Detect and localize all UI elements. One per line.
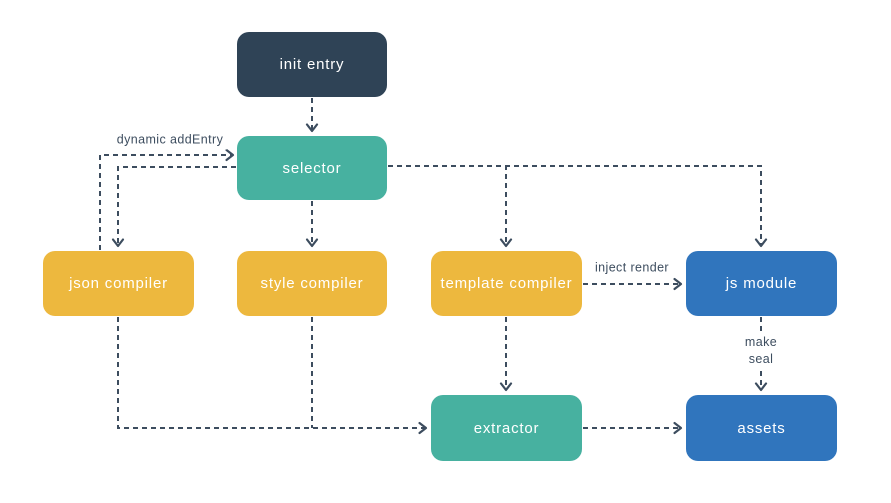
arrowhead-icon-selector-to-js-module [754, 238, 768, 248]
arrowhead-icon-selector-to-template-compiler [499, 238, 513, 248]
edge-label-json-compiler-to-selector: dynamic addEntry [112, 130, 228, 150]
arrowhead-icon-json-compiler-to-selector [225, 148, 235, 162]
node-template-compiler: template compiler [431, 251, 582, 316]
node-label-assets: assets [737, 419, 786, 437]
arrowhead-icon-selector-to-style-compiler [305, 238, 319, 248]
node-label-json-compiler: json compiler [69, 275, 168, 292]
node-label-style-compiler: style compiler [260, 275, 364, 292]
edge-selector-to-template-compiler [388, 165, 507, 246]
node-label-init-entry: init entry [279, 56, 345, 73]
node-label-template-compiler: template compiler [440, 275, 573, 292]
node-label-js-module: js module [725, 275, 798, 292]
node-assets: assets [686, 395, 837, 461]
node-label-extractor: extractor [473, 419, 540, 437]
edge-label-template-compiler-to-js-module: inject render [591, 258, 673, 278]
edge-label-js-module-to-assets: make seal [740, 333, 782, 369]
node-js-module: js module [686, 251, 837, 316]
arrowhead-icon-selector-to-json-compiler [111, 238, 125, 248]
arrowhead-icon-json-compiler-to-extractor [418, 421, 428, 435]
edge-json-compiler-to-selector [99, 154, 233, 250]
arrowhead-icon-init-entry-to-selector [305, 123, 319, 133]
arrowhead-icon-template-compiler-to-extractor [499, 382, 513, 392]
arrowhead-icon-js-module-to-assets [754, 382, 768, 392]
edge-selector-to-js-module [388, 165, 762, 246]
edge-json-compiler-to-extractor [117, 317, 426, 429]
node-label-selector: selector [282, 159, 342, 177]
node-init-entry: init entry [237, 32, 387, 97]
node-extractor: extractor [431, 395, 582, 461]
node-style-compiler: style compiler [237, 251, 387, 316]
node-json-compiler: json compiler [43, 251, 194, 316]
arrowhead-icon-extractor-to-assets [673, 421, 683, 435]
edge-selector-to-json-compiler [117, 166, 236, 246]
node-selector: selector [237, 136, 387, 200]
arrowhead-icon-template-compiler-to-js-module [673, 277, 683, 291]
